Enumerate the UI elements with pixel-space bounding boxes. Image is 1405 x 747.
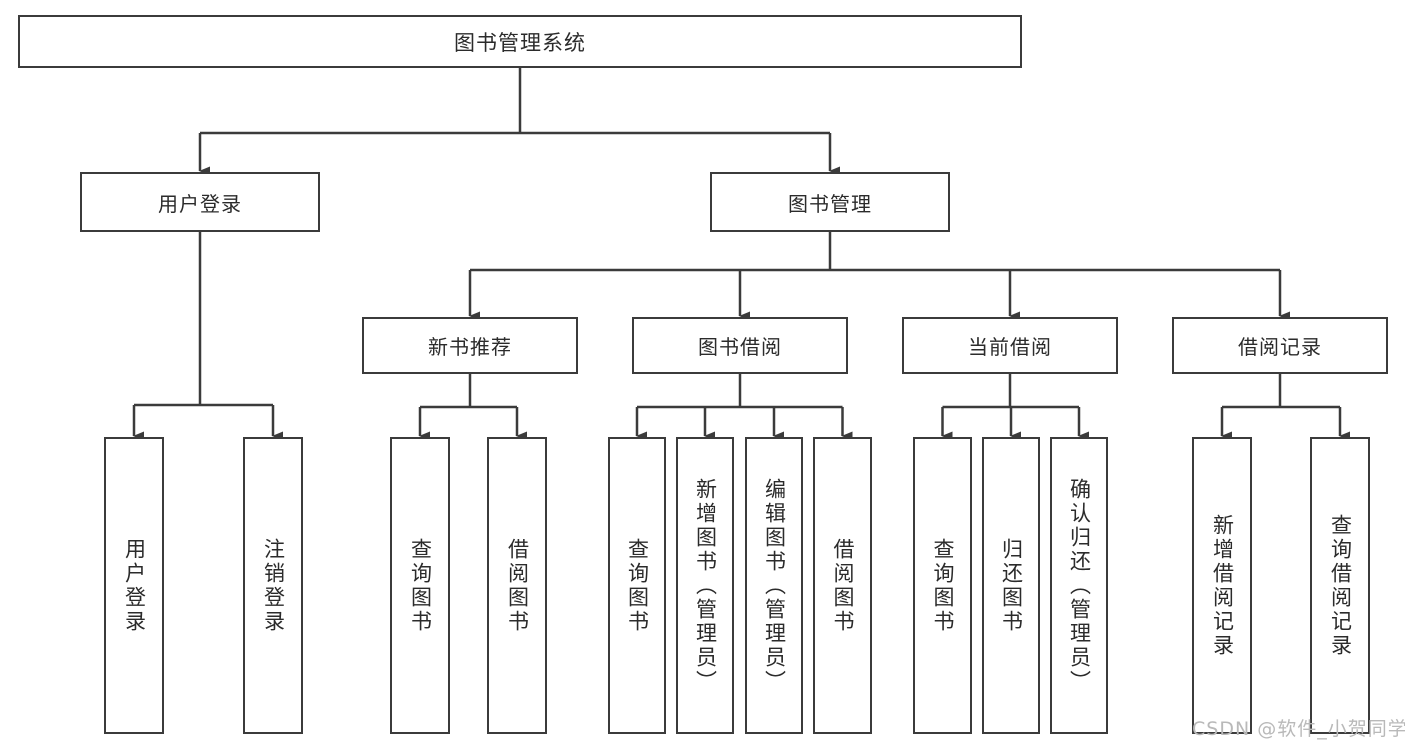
- node-new-book-rec[interactable]: 新书推荐: [362, 317, 578, 374]
- node-leaf-edit-book[interactable]: 编辑图书（管理员）: [745, 437, 803, 734]
- node-label-leaf-query-book-2: 查询图书: [625, 537, 650, 634]
- node-leaf-confirm-return[interactable]: 确认归还（管理员）: [1050, 437, 1108, 734]
- node-book-manage[interactable]: 图书管理: [710, 172, 950, 232]
- node-label-new-book-rec: 新书推荐: [428, 335, 512, 359]
- node-book-borrow[interactable]: 图书借阅: [632, 317, 848, 374]
- node-leaf-return-book[interactable]: 归还图书: [982, 437, 1040, 734]
- node-label-leaf-query-record: 查询借阅记录: [1328, 513, 1353, 658]
- node-label-leaf-query-book-3: 查询图书: [931, 537, 955, 634]
- node-leaf-add-book[interactable]: 新增图书（管理员）: [676, 437, 734, 734]
- watermark-text: CSDN @软件_小贺同学: [1192, 718, 1405, 740]
- node-label-leaf-return-book: 归还图书: [999, 537, 1024, 634]
- node-leaf-user-logout[interactable]: 注销登录: [243, 437, 303, 734]
- node-current-borrow[interactable]: 当前借阅: [902, 317, 1118, 374]
- node-borrow-record[interactable]: 借阅记录: [1172, 317, 1388, 374]
- node-label-leaf-edit-book: 编辑图书（管理员）: [762, 477, 787, 694]
- node-leaf-query-book-3[interactable]: 查询图书: [913, 437, 972, 734]
- node-label-current-borrow: 当前借阅: [968, 335, 1052, 359]
- node-root[interactable]: 图书管理系统: [18, 15, 1022, 68]
- node-leaf-user-login[interactable]: 用户登录: [104, 437, 164, 734]
- node-label-leaf-borrow-book-2: 借阅图书: [831, 537, 855, 634]
- node-label-book-manage: 图书管理: [788, 191, 872, 216]
- node-label-leaf-user-login: 用户登录: [122, 537, 147, 634]
- node-user-login[interactable]: 用户登录: [80, 172, 320, 232]
- node-label-leaf-add-record: 新增借阅记录: [1210, 513, 1235, 658]
- node-leaf-query-record[interactable]: 查询借阅记录: [1310, 437, 1370, 734]
- node-label-leaf-add-book: 新增图书（管理员）: [693, 477, 718, 694]
- node-label-leaf-borrow-book-1: 借阅图书: [505, 537, 530, 634]
- node-label-book-borrow: 图书借阅: [698, 335, 782, 359]
- node-leaf-borrow-book-1[interactable]: 借阅图书: [487, 437, 547, 734]
- node-leaf-borrow-book-2[interactable]: 借阅图书: [813, 437, 872, 734]
- node-leaf-query-book-1[interactable]: 查询图书: [390, 437, 450, 734]
- node-label-leaf-confirm-return: 确认归还（管理员）: [1067, 477, 1092, 694]
- node-leaf-query-book-2[interactable]: 查询图书: [608, 437, 666, 734]
- node-label-user-login: 用户登录: [158, 191, 242, 216]
- node-label-root: 图书管理系统: [454, 30, 586, 55]
- node-label-leaf-user-logout: 注销登录: [261, 537, 286, 634]
- node-label-leaf-query-book-1: 查询图书: [408, 537, 433, 634]
- node-label-borrow-record: 借阅记录: [1238, 335, 1322, 359]
- node-leaf-add-record[interactable]: 新增借阅记录: [1192, 437, 1252, 734]
